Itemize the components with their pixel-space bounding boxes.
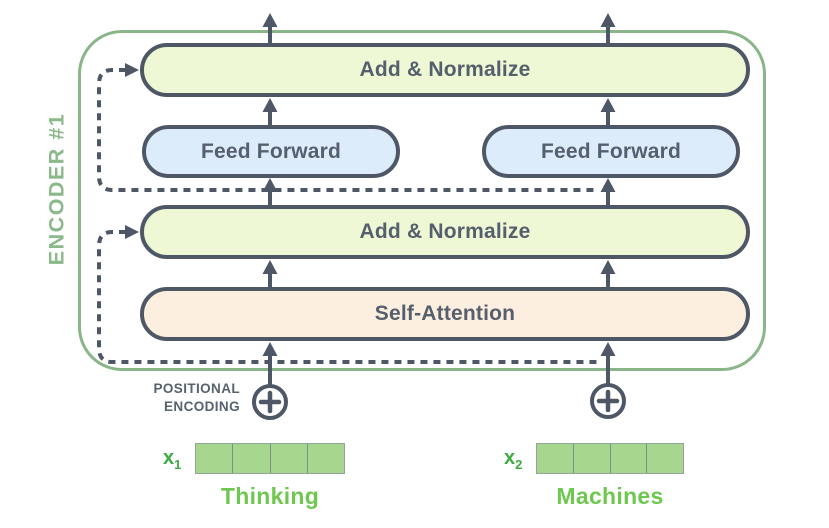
self-attention-block: Self-Attention [140, 287, 750, 341]
vector-cell [308, 444, 344, 473]
vector-cell [196, 444, 234, 473]
add-normalize-middle-label: Add & Normalize [359, 220, 531, 243]
input-word-2: Machines [556, 483, 664, 509]
plus-circle-icon-left [252, 384, 288, 420]
embedding-vector-x1 [195, 443, 345, 474]
plus-circle-icon-right [590, 383, 626, 419]
vector-cell [233, 444, 271, 473]
vector-cell [271, 444, 308, 473]
feed-forward-left-label: Feed Forward [200, 139, 342, 163]
feed-forward-block-left: Feed Forward [142, 125, 400, 178]
encoder-title: ENCODER #1 [44, 112, 69, 266]
input-word-1: Thinking [220, 483, 320, 509]
feed-forward-block-right: Feed Forward [482, 125, 740, 178]
self-attention-label: Self-Attention [374, 302, 516, 325]
input-label-x2: x2 [504, 447, 523, 472]
add-normalize-block-middle: Add & Normalize [140, 205, 750, 259]
vector-cell [574, 444, 611, 473]
feed-forward-right-label: Feed Forward [540, 139, 682, 163]
embedding-vector-x2 [536, 443, 684, 474]
positional-encoding-line1: POSITIONAL [153, 381, 240, 396]
add-normalize-top-label: Add & Normalize [359, 58, 531, 81]
vector-cell [611, 444, 648, 473]
positional-encoding-label: POSITIONAL ENCODING [153, 380, 240, 416]
vector-cell [537, 444, 574, 473]
vector-cell [647, 444, 683, 473]
encoder-frame [78, 30, 766, 371]
add-normalize-block-top: Add & Normalize [140, 43, 750, 97]
positional-encoding-line2: ENCODING [164, 399, 240, 414]
input-label-x1: x1 [163, 447, 182, 472]
